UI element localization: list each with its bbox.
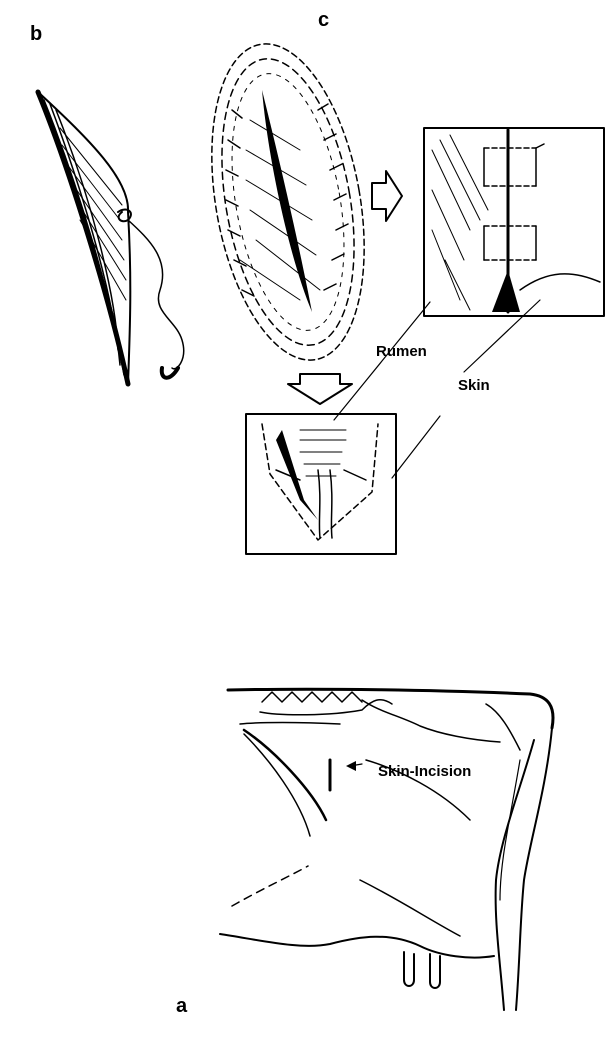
arrow-left-icon <box>346 761 356 771</box>
inset-skin-closure <box>423 127 605 317</box>
panel-c-sutured-incision <box>211 43 365 361</box>
panel-label-b: b <box>30 23 43 45</box>
arrow-down-icon <box>287 373 353 405</box>
inset-rumen-closure <box>245 413 397 555</box>
panel-label-a: a <box>176 995 188 1017</box>
label-skin-incision: Skin-Incision <box>378 763 472 780</box>
panel-label-c: c <box>318 9 330 31</box>
label-skin: Skin <box>458 377 490 394</box>
panel-a-cow-flank <box>219 687 555 1011</box>
panel-b-sutured-rumen <box>35 89 185 387</box>
arrow-right-icon <box>371 170 403 222</box>
label-rumen: Rumen <box>376 343 427 360</box>
leader-lines <box>333 299 541 767</box>
